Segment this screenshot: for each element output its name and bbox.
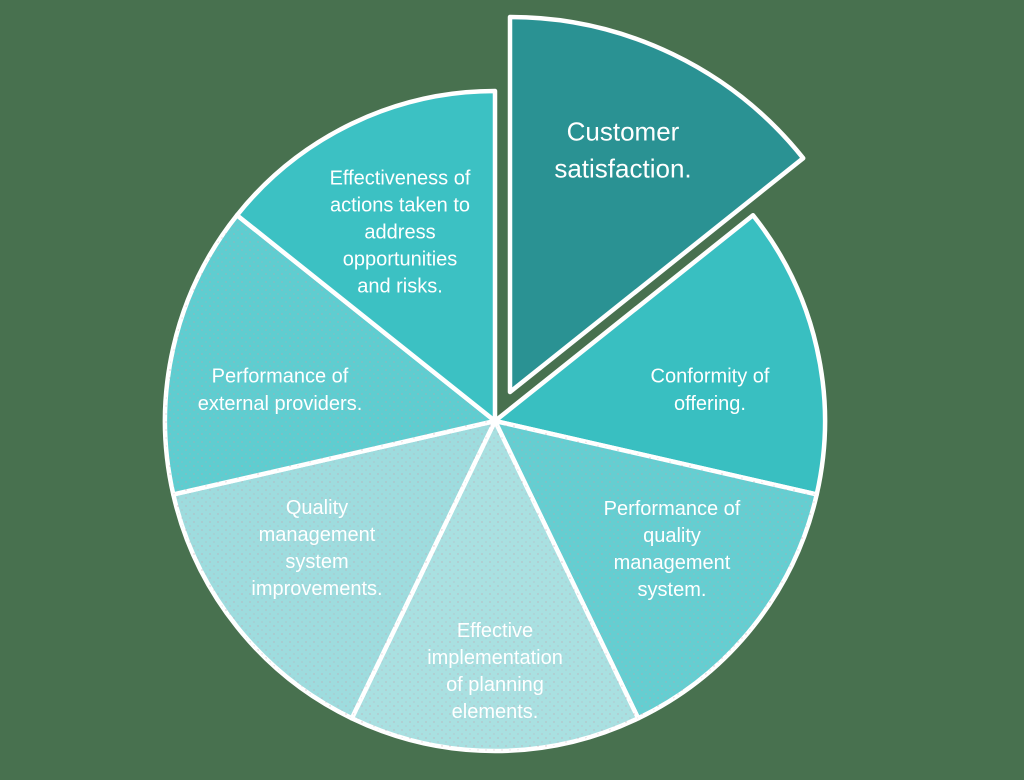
slice-label-line: implementation [427,647,563,669]
slice-label-line: offering. [674,393,746,415]
slice-label-line: Conformity of [651,366,770,388]
slice-label-line: management [259,524,376,546]
slice-label-line: Performance of [212,366,349,388]
slice-label-line: actions taken to [330,194,470,216]
slice-label-line: management [614,552,731,574]
pie-slice-shape [234,88,498,424]
slice-label-line: Performance of [604,498,741,520]
slice-label-line: system. [638,579,707,601]
pie-slice-0: Customer satisfaction. [507,14,806,395]
slice-label: Conformity of offering. [651,366,770,416]
slice-label-line: of planning [446,674,544,696]
slice-label-line: Effective [457,620,533,642]
slice-label: Performance of external providers. [198,366,363,416]
slice-label-line: opportunities [343,248,458,270]
slice-label-line: system [285,551,348,573]
slice-label: Effectiveness of actions taken to address o… [330,167,471,297]
pie-slice-6: Effectiveness of actions taken to address o… [234,88,498,424]
slice-label-line: Customer [567,116,680,146]
slice-label-line: Quality [286,497,348,519]
slice-label: Customer satisfaction. [554,116,691,183]
pie-slice-shape [507,14,806,395]
slice-label-line: Effectiveness of [330,167,471,189]
slice-label: Quality management system improvements. [251,497,382,600]
slice-label-line: satisfaction. [554,153,691,183]
slice-label-line: address [364,221,435,243]
slice-label-line: elements. [452,701,539,723]
slice-label-line: improvements. [251,578,382,600]
slice-label-line: external providers. [198,393,363,415]
slice-label-line: quality [643,525,701,547]
slice-label-line: and risks. [357,275,443,297]
